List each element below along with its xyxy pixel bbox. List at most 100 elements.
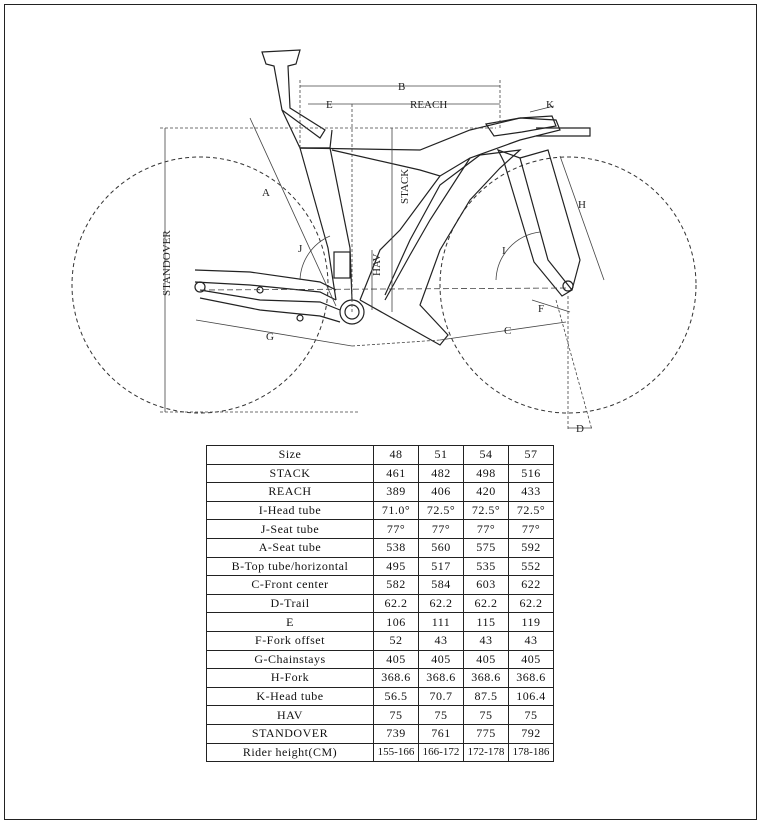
size-value: 43 xyxy=(508,630,554,651)
row-label: D-Trail xyxy=(206,593,374,614)
size-value: 72.5° xyxy=(508,500,554,521)
size-value: 72.5° xyxy=(418,500,464,521)
size-value: 72.5° xyxy=(463,500,509,521)
row-label: J-Seat tube xyxy=(206,519,374,539)
label-hav: HAV xyxy=(371,254,383,276)
size-value: 516 xyxy=(508,463,554,484)
size-value: 535 xyxy=(463,556,509,577)
size-value: 761 xyxy=(418,723,464,744)
row-label: K-Head tube xyxy=(206,686,374,707)
row-label: REACH xyxy=(206,482,374,502)
label-e: E xyxy=(326,99,333,111)
row-label: E xyxy=(206,612,374,632)
row-label: H-Fork xyxy=(206,668,374,688)
size-value: 62.2 xyxy=(373,593,419,614)
size-value: 43 xyxy=(463,630,509,651)
row-label: G-Chainstays xyxy=(206,649,374,670)
dimension-lines xyxy=(160,80,605,431)
row-label: STACK xyxy=(206,463,374,484)
row-label: C-Front center xyxy=(206,575,374,595)
label-b: B xyxy=(398,81,405,93)
front-wheel xyxy=(439,156,697,414)
size-value: 87.5 xyxy=(463,686,509,707)
size-value: 433 xyxy=(508,482,554,502)
row-label: Size xyxy=(206,445,374,465)
size-value: 62.2 xyxy=(463,593,509,614)
size-value: 498 xyxy=(463,463,509,484)
size-value: 517 xyxy=(418,556,464,577)
size-value: 77° xyxy=(463,519,509,539)
size-value: 792 xyxy=(508,723,554,744)
label-k: K xyxy=(546,99,554,111)
size-value: 552 xyxy=(508,556,554,577)
label-reach: REACH xyxy=(410,99,447,111)
size-value: 495 xyxy=(373,556,419,577)
size-value: 622 xyxy=(508,575,554,595)
size-value: 560 xyxy=(418,537,464,558)
size-value: 75 xyxy=(463,705,509,725)
size-value: 603 xyxy=(463,575,509,595)
rear-wheel xyxy=(71,156,329,414)
size-value: 178-186 xyxy=(508,742,554,763)
bike-frame xyxy=(194,49,591,346)
size-value: 582 xyxy=(373,575,419,595)
row-label: Rider height(CM) xyxy=(206,742,374,763)
label-i: I xyxy=(502,245,506,257)
label-stack: STACK xyxy=(399,169,411,204)
size-value: 52 xyxy=(373,630,419,651)
label-j: J xyxy=(298,243,303,255)
label-h: H xyxy=(578,199,586,211)
size-value: 739 xyxy=(373,723,419,744)
size-value: 62.2 xyxy=(508,593,554,614)
size-value: 75 xyxy=(418,705,464,725)
row-label: I-Head tube xyxy=(206,500,374,521)
label-a: A xyxy=(262,187,270,199)
size-value: 155-166 xyxy=(373,742,419,763)
size-value: 75 xyxy=(373,705,419,725)
size-value: 368.6 xyxy=(418,668,464,688)
size-value: 57 xyxy=(508,445,554,465)
size-value: 538 xyxy=(373,537,419,558)
size-value: 119 xyxy=(508,612,554,632)
size-value: 368.6 xyxy=(508,668,554,688)
geometry-diagram: B E REACH K STACK A J HAV STANDOVER G C … xyxy=(71,49,697,435)
size-value: 405 xyxy=(418,649,464,670)
size-value: 389 xyxy=(373,482,419,502)
size-value: 405 xyxy=(373,649,419,670)
size-value: 51 xyxy=(418,445,464,465)
size-value: 54 xyxy=(463,445,509,465)
size-value: 111 xyxy=(418,612,464,632)
label-f: F xyxy=(538,303,544,315)
row-label: B-Top tube/horizontal xyxy=(206,556,374,577)
row-label: HAV xyxy=(206,705,374,725)
size-value: 420 xyxy=(463,482,509,502)
label-g: G xyxy=(266,331,274,343)
dimension-labels: B E REACH K STACK A J HAV STANDOVER G C … xyxy=(161,81,586,435)
size-value: 56.5 xyxy=(373,686,419,707)
size-value: 368.6 xyxy=(463,668,509,688)
row-label: F-Fork offset xyxy=(206,630,374,651)
size-value: 75 xyxy=(508,705,554,725)
size-value: 461 xyxy=(373,463,419,484)
label-standover: STANDOVER xyxy=(161,230,173,296)
size-value: 77° xyxy=(508,519,554,539)
size-value: 405 xyxy=(463,649,509,670)
size-value: 406 xyxy=(418,482,464,502)
size-value: 106 xyxy=(373,612,419,632)
size-value: 115 xyxy=(463,612,509,632)
